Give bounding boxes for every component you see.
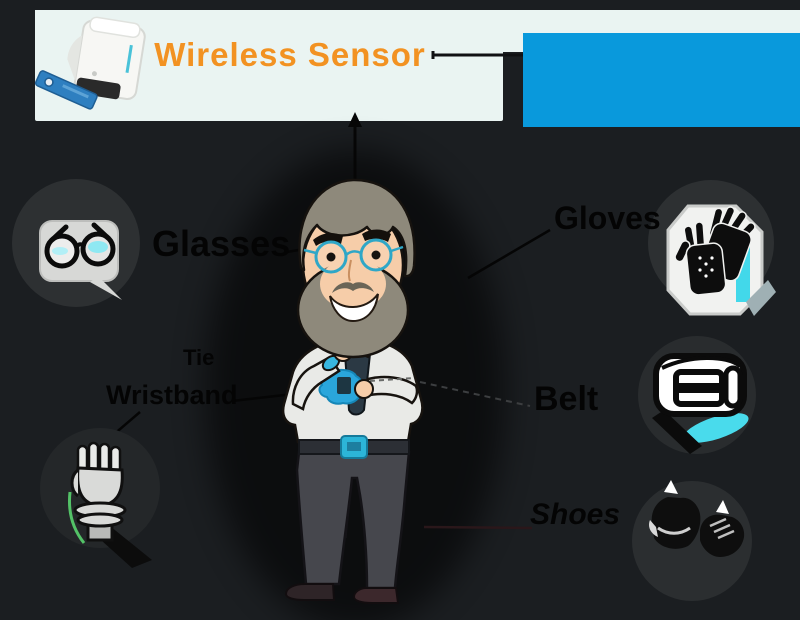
gloves-label: Gloves [554, 200, 661, 236]
blue-panel [523, 33, 800, 127]
glasses-node [12, 179, 140, 307]
belt-label: Belt [534, 380, 599, 418]
tie-label: Tie [183, 345, 215, 370]
wristband-node [40, 428, 160, 568]
shoes-node [632, 480, 752, 601]
fist-wristband-icon [68, 441, 152, 568]
glasses-label: Glasses [152, 223, 291, 264]
wireless-sensor-device-icon [34, 16, 146, 110]
gloves-icon [666, 204, 776, 316]
belt-node [638, 336, 756, 454]
shoes-icon [648, 480, 745, 557]
shoes-label: Shoes [530, 498, 621, 531]
scientist-character [281, 178, 424, 604]
wristband-label: Wristband [106, 380, 238, 410]
sensor-title: Wireless Sensor [154, 36, 426, 73]
gloves-node [648, 180, 776, 316]
connector-box-to-panel [431, 51, 523, 59]
belt-icon [652, 353, 749, 454]
glasses-icon [39, 220, 122, 300]
connector-box-to-head [348, 112, 362, 184]
